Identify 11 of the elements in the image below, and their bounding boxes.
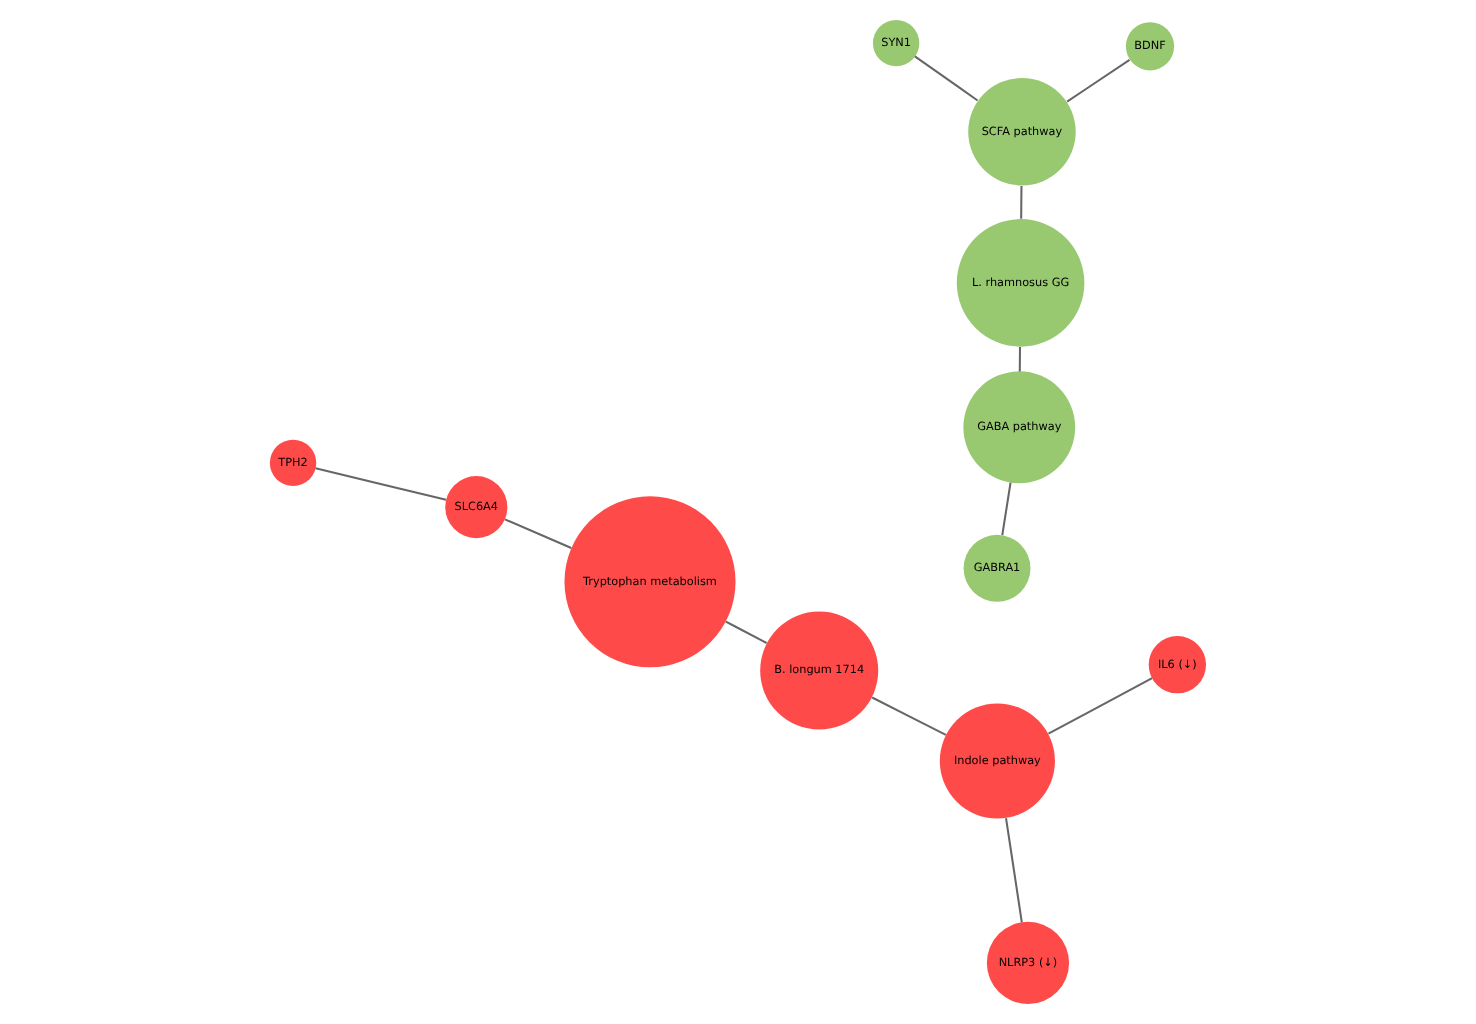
connector bbox=[1018, 347, 1022, 372]
connector bbox=[1020, 185, 1023, 219]
connector bbox=[871, 696, 947, 736]
connector bbox=[315, 467, 447, 501]
connector bbox=[1066, 59, 1131, 103]
connector bbox=[914, 55, 979, 102]
connector bbox=[725, 620, 768, 644]
connector bbox=[1005, 817, 1023, 923]
connector bbox=[1048, 677, 1153, 735]
connector bbox=[1001, 482, 1012, 536]
connector bbox=[504, 518, 572, 549]
